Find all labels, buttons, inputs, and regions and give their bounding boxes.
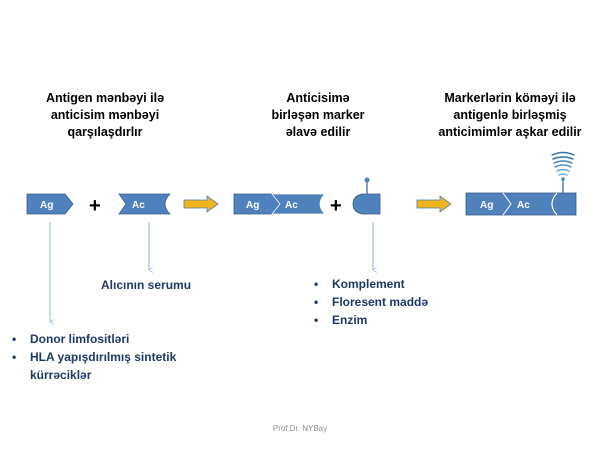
step2-heading: Anticisimə birləşən marker əlavə edilir bbox=[228, 90, 408, 141]
plus-sign: + bbox=[89, 195, 101, 217]
list-item: Floresent maddə bbox=[310, 293, 490, 311]
antibody-source-label: Alıcının serumu bbox=[101, 278, 192, 292]
marker-shape bbox=[352, 177, 381, 215]
signal-icon bbox=[551, 151, 575, 181]
list-item: Enzim bbox=[310, 311, 490, 329]
heading-line: anticisim mənbəyi bbox=[50, 108, 160, 122]
marker-types-list: Komplement Floresent maddə Enzim bbox=[310, 275, 490, 329]
antibody-label: Ac bbox=[285, 200, 298, 211]
step1-heading: Antigen mənbəyi ilə anticisim mənbəyi qa… bbox=[10, 90, 200, 141]
antigen-label: Ag bbox=[480, 200, 493, 211]
antigen-antibody-complex: Ag Ac bbox=[233, 193, 326, 215]
right-arrow-icon bbox=[183, 195, 219, 213]
list-item: HLA yapışdırılmış sintetik kürrəciklər bbox=[8, 348, 228, 384]
right-arrow-icon bbox=[416, 195, 452, 213]
list-item: Komplement bbox=[310, 275, 490, 293]
antigen-sources-list: Donor limfositləri HLA yapışdırılmış sin… bbox=[8, 330, 228, 384]
step3-heading: Markerlərin köməyi ilə antigenlə birləşm… bbox=[420, 90, 600, 141]
antibody-shape: Ac bbox=[118, 193, 171, 215]
plus-sign: + bbox=[330, 195, 342, 217]
detected-complex: Ag Ac bbox=[465, 151, 577, 216]
antibody-label: Ac bbox=[132, 200, 145, 211]
antibody-label: Ac bbox=[517, 200, 530, 211]
antigen-label: Ag bbox=[246, 200, 259, 211]
heading-line: Anticisimə bbox=[286, 91, 350, 105]
heading-line: əlavə edilir bbox=[285, 125, 351, 139]
heading-line: antigenlə birləşmiş bbox=[453, 108, 567, 122]
heading-line: anticimimlər aşkar edilir bbox=[438, 125, 582, 139]
footer-author: Prof.Dr. NYBay bbox=[272, 424, 328, 433]
heading-line: qarşılaşdırlır bbox=[67, 125, 143, 139]
antigen-shape: Ag bbox=[26, 193, 74, 215]
heading-line: Markerlərin köməyi ilə bbox=[444, 91, 576, 105]
list-item: Donor limfositləri bbox=[8, 330, 228, 348]
heading-line: Antigen mənbəyi ilə bbox=[45, 91, 165, 105]
heading-line: birləşən marker bbox=[271, 108, 365, 122]
antigen-label: Ag bbox=[40, 200, 53, 211]
